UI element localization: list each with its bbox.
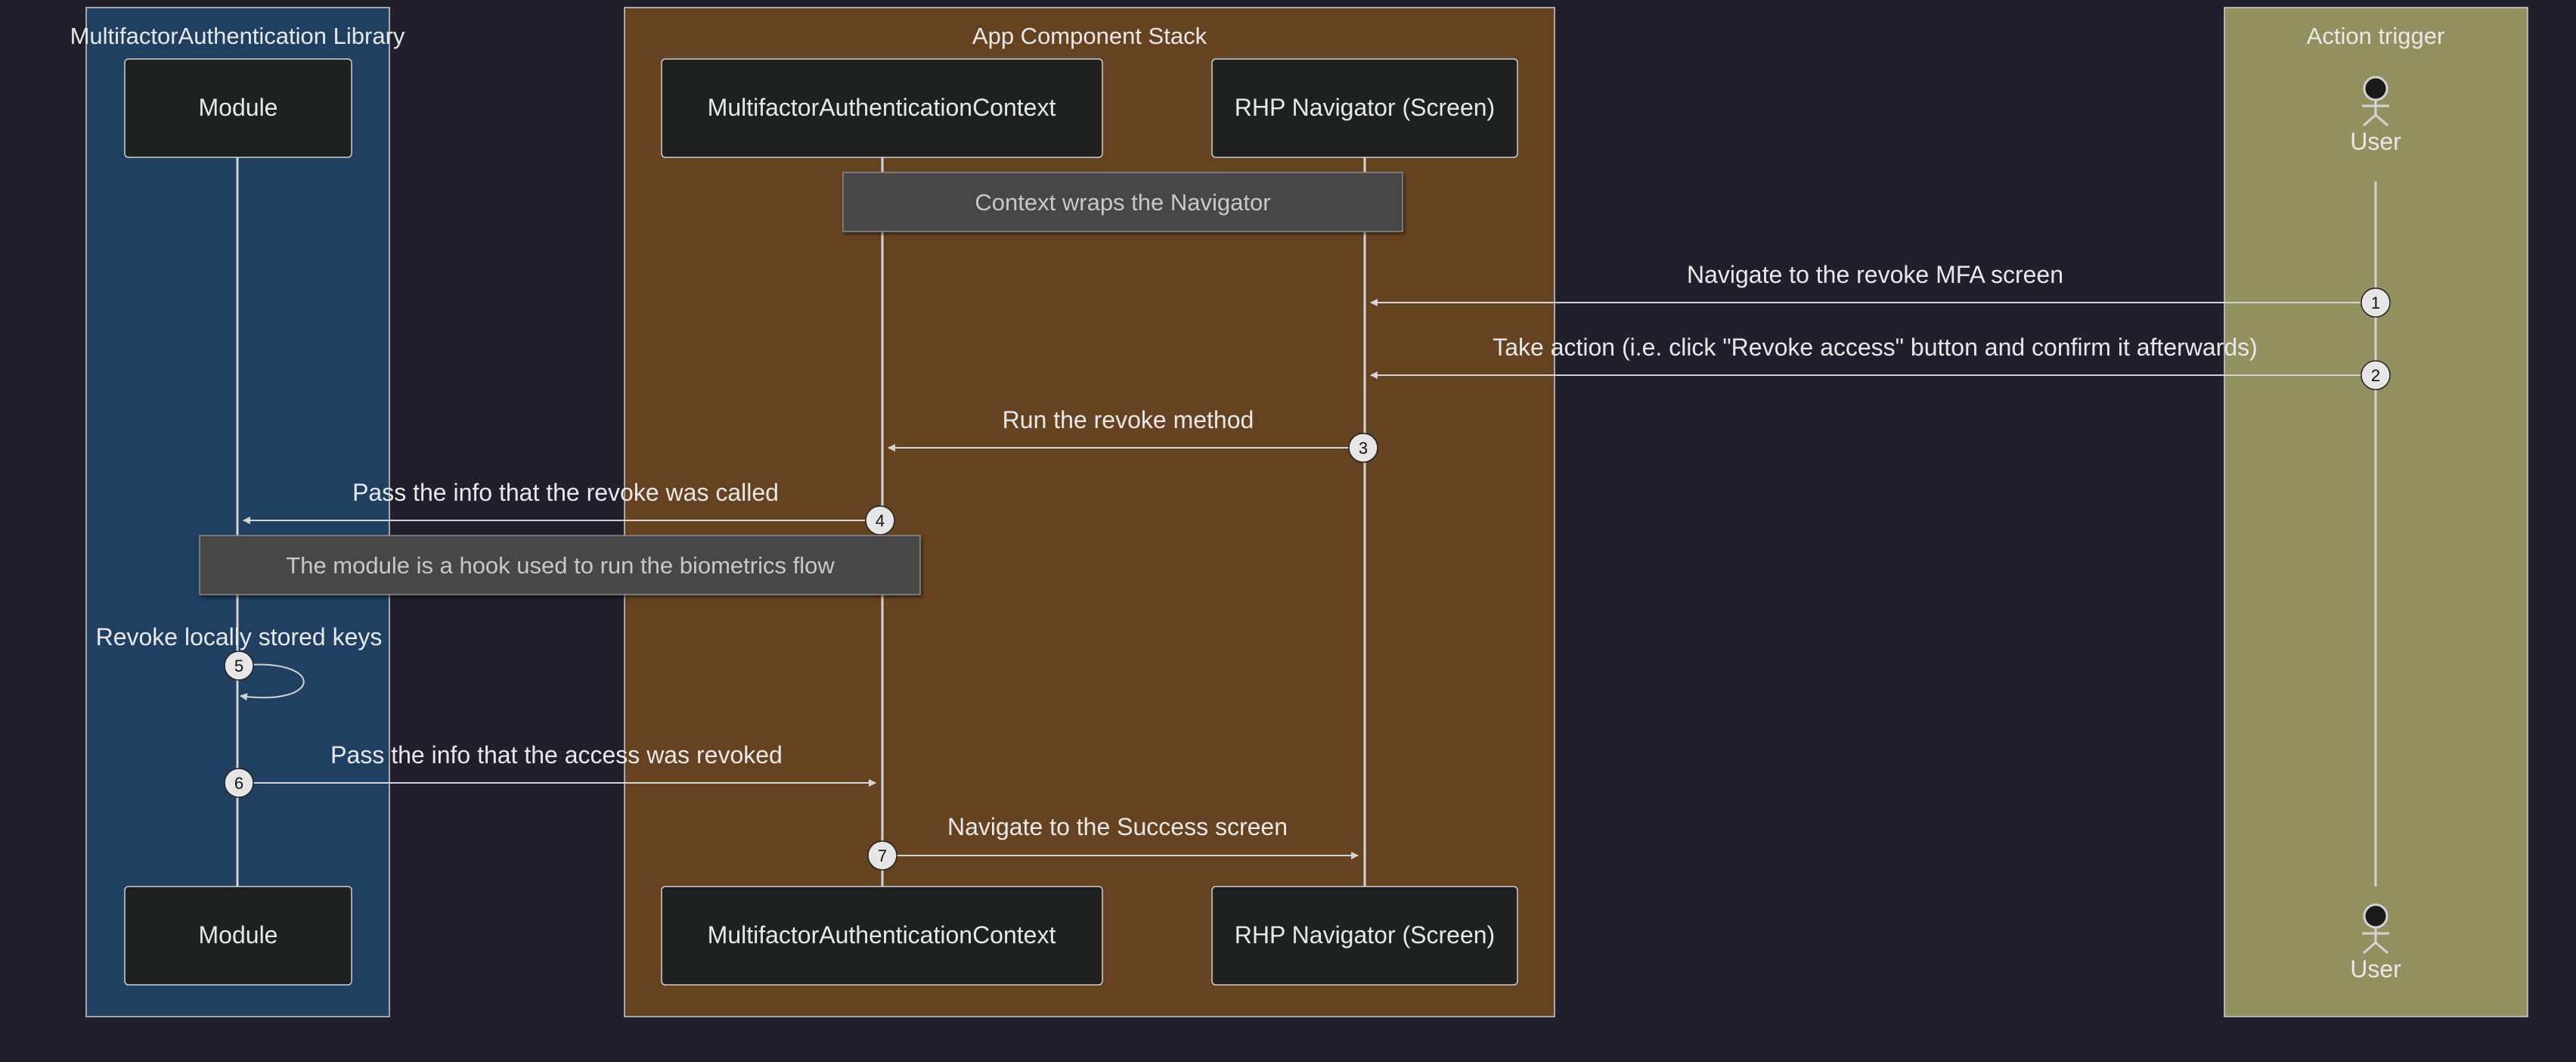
sequence-number-badge [1348,433,1378,463]
actor-leg-left [2363,113,2376,127]
group-app-box [624,7,1555,1017]
sequence-number: 3 [1359,439,1368,458]
sequence-number-badge [224,768,254,798]
participant-module-top: Module [124,58,352,158]
participant-box [661,58,1103,158]
group-library-label: MultifactorAuthentication Library [70,23,405,49]
participant-label: MultifactorAuthenticationContext [708,921,1056,949]
participant-label: RHP Navigator (Screen) [1235,94,1495,121]
actor-user-bottom [2362,903,2389,955]
note-box [842,172,1403,232]
sequence-number: 7 [878,846,887,865]
message-label: Pass the info that the revoke was called [352,479,779,506]
note-text: The module is a hook used to run the bio… [286,552,835,579]
sequence-number: 5 [234,657,243,675]
message-self-arrow [238,663,305,701]
actor-user-top [2362,76,2389,127]
sequence-number: 6 [234,774,243,793]
participant-box [124,886,352,986]
message-label: Navigate to the Success screen [947,813,1288,840]
actor-head [2363,903,2388,929]
actor-leg-right [2375,941,2388,955]
sequence-number-badge [224,651,254,681]
group-app: App Component Stack [624,7,1555,1017]
sequence-number: 2 [2371,366,2380,385]
participant-context-top: MultifactorAuthenticationContext [661,58,1103,158]
message-label: Revoke locally stored keys [96,623,383,651]
group-trigger-label: Action trigger [2307,23,2445,49]
actor-user-bottom-label: User [2350,955,2401,983]
participant-label: MultifactorAuthenticationContext [708,94,1056,121]
participant-navigator-bottom: RHP Navigator (Screen) [1211,886,1518,986]
participant-box [661,886,1103,986]
actor-leg-right [2375,113,2388,127]
sequence-number: 4 [876,511,885,530]
participant-context-bottom: MultifactorAuthenticationContext [661,886,1103,986]
sequence-number-badge [865,505,895,536]
sequence-number-badge [2361,287,2391,318]
message-4: Pass the info that the revoke was called… [243,479,895,536]
message-1: Navigate to the revoke MFA screen 1 [1370,261,2391,318]
message-3: Run the revoke method 3 [888,406,1378,463]
sequence-number: 1 [2371,293,2380,312]
participant-box [1211,886,1518,986]
actor-user-top-label: User [2350,128,2401,155]
message-label: Pass the info that the access was revoke… [330,741,783,769]
participant-box [1211,58,1518,158]
message-7: Navigate to the Success screen 7 [867,813,1359,871]
sequence-number-badge [2361,360,2391,390]
note-box [199,535,921,595]
message-6: Pass the info that the access was revoke… [224,741,876,798]
message-label: Navigate to the revoke MFA screen [1687,261,2063,288]
message-5: Revoke locally stored keys 5 [96,623,383,701]
actor-head [2363,76,2388,101]
message-label: Run the revoke method [1003,406,1254,433]
participant-label: RHP Navigator (Screen) [1235,921,1495,949]
sequence-number-badge [867,840,897,871]
participant-navigator-top: RHP Navigator (Screen) [1211,58,1518,158]
message-2: Take action (i.e. click "Revoke access" … [1370,334,2391,390]
note-module-hook: The module is a hook used to run the bio… [199,535,921,595]
participant-label: Module [199,921,278,949]
participant-box [124,58,352,158]
note-context-wraps: Context wraps the Navigator [842,172,1403,232]
note-text: Context wraps the Navigator [975,189,1270,216]
group-app-label: App Component Stack [972,23,1207,49]
participant-module-bottom: Module [124,886,352,986]
message-label: Take action (i.e. click "Revoke access" … [1493,334,2258,361]
participant-label: Module [199,94,278,121]
actor-leg-left [2363,941,2376,955]
